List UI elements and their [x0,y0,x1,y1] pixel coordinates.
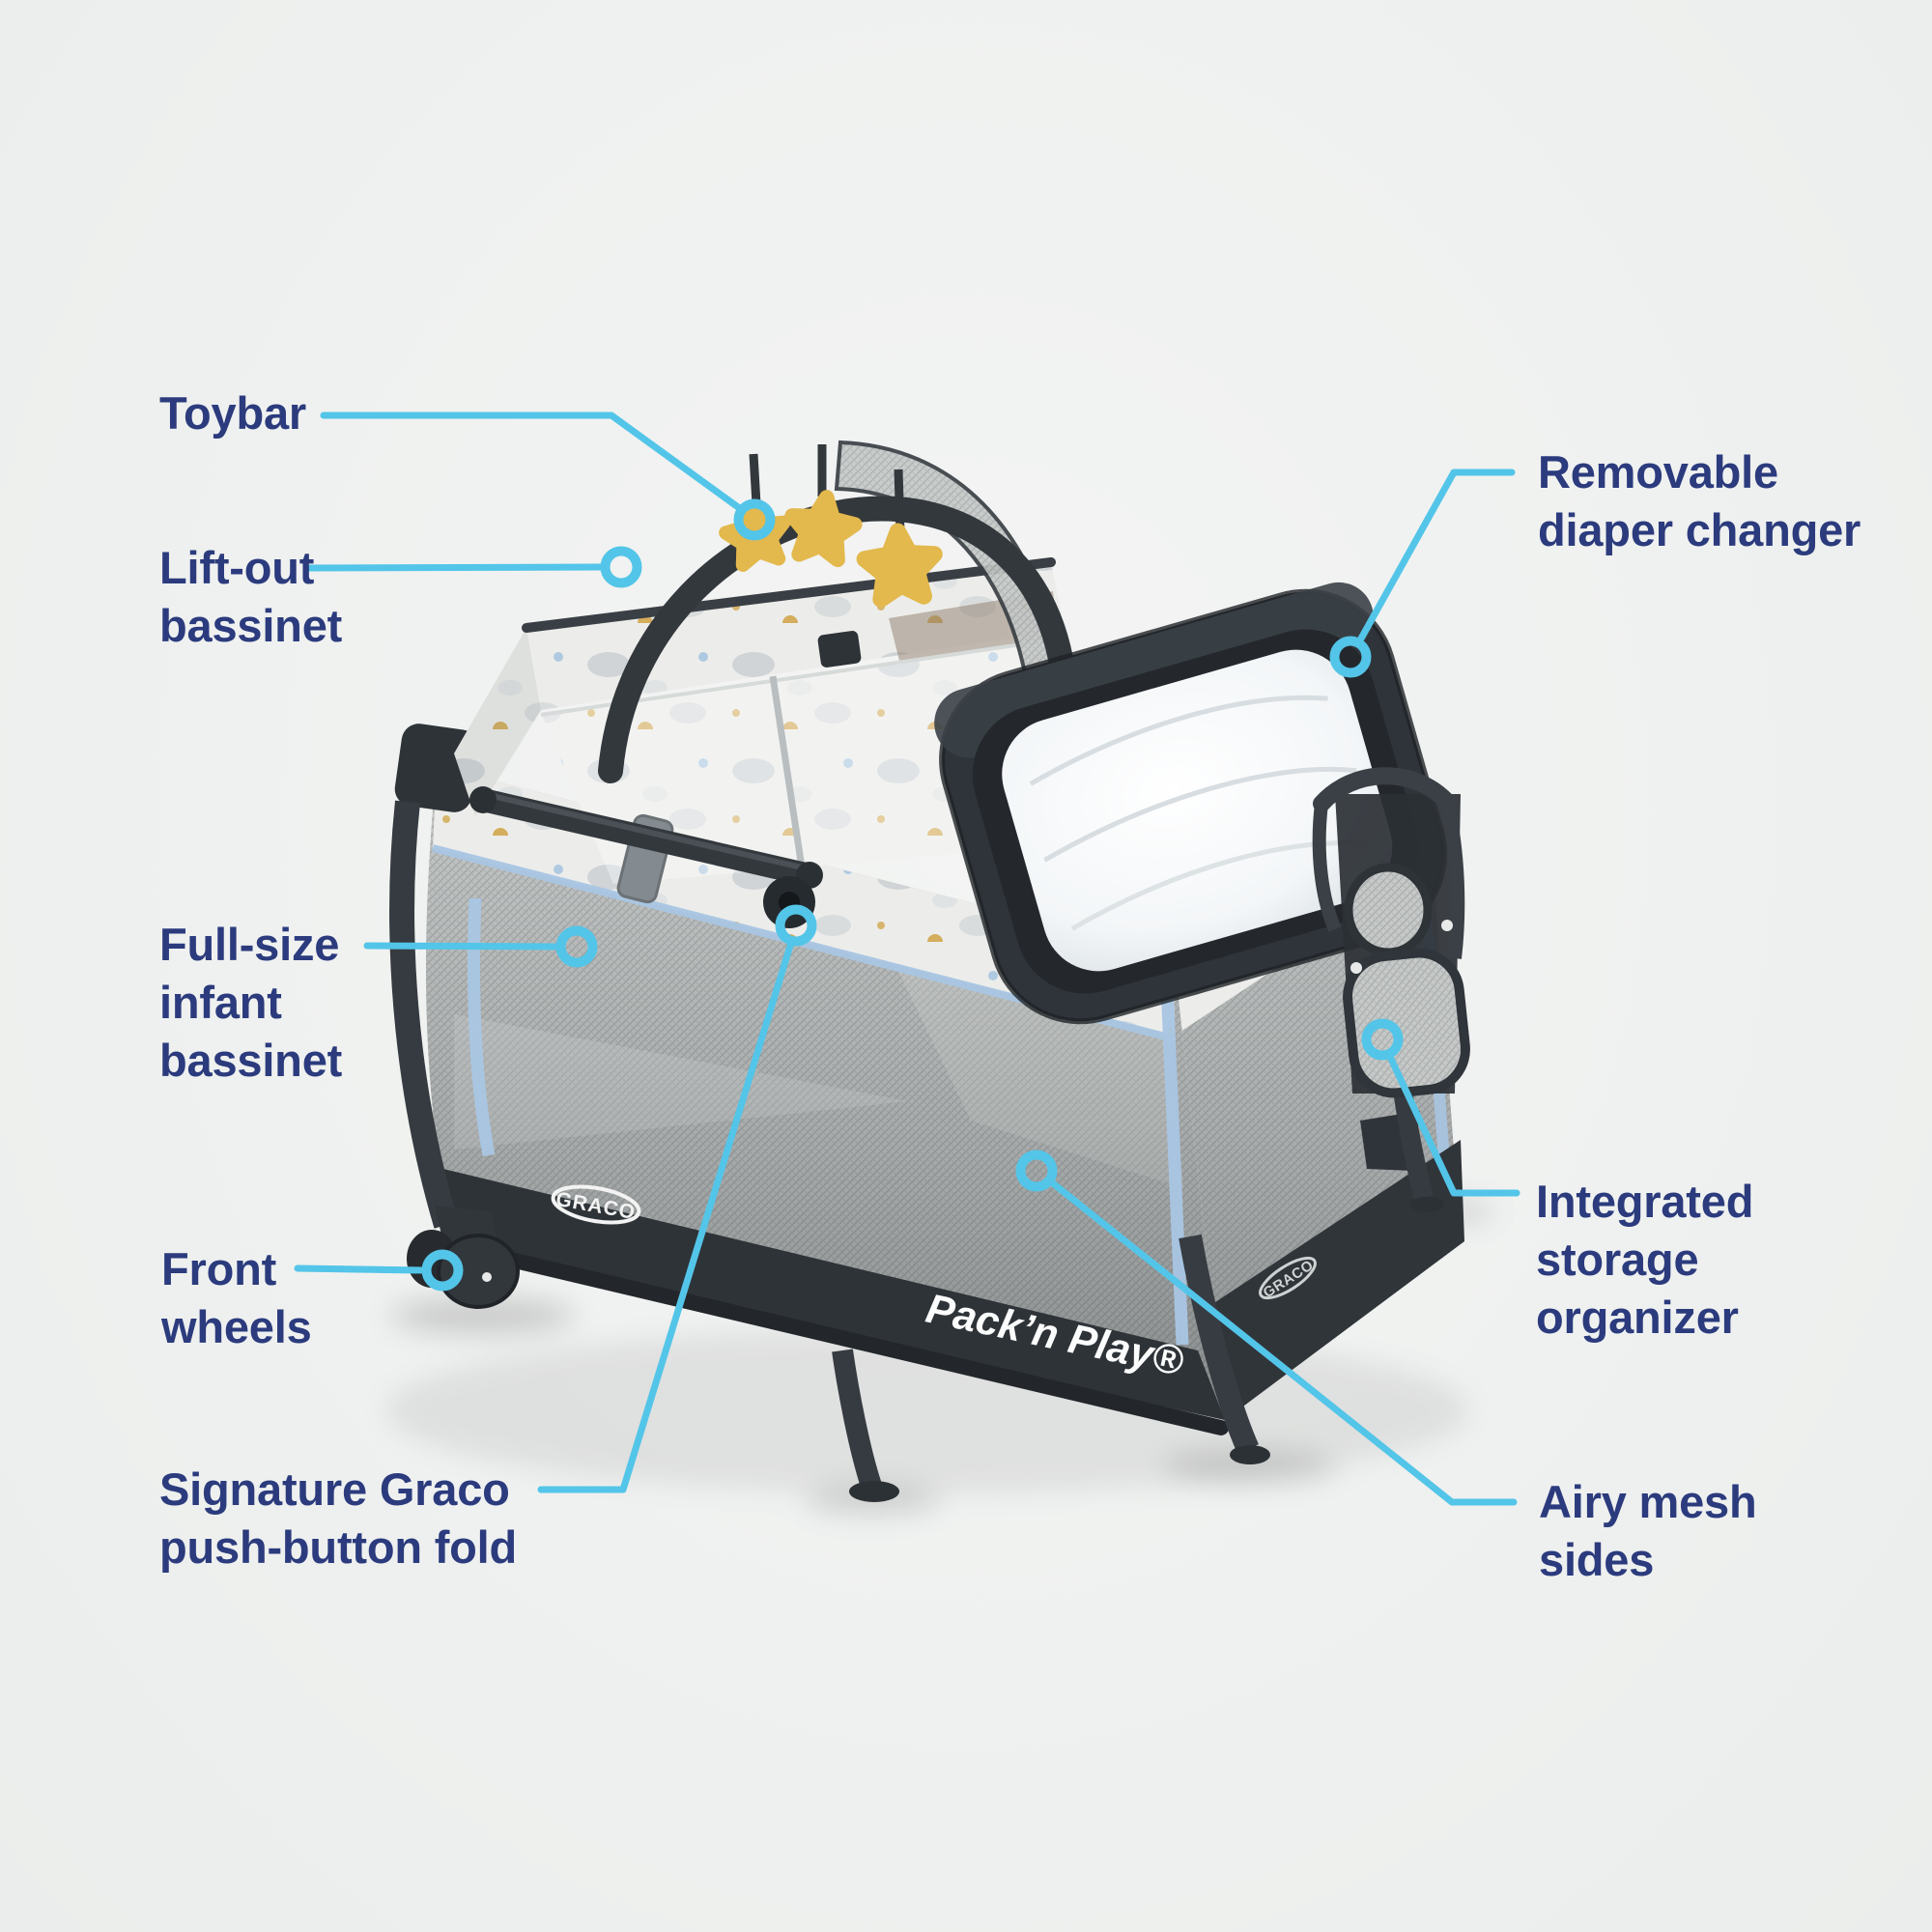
callout-label-signature-graco-push-button-fold: Signature Graco push-button fold [159,1461,517,1577]
callout-line-front-wheels [294,1264,425,1274]
bassinet [454,557,1065,904]
callout-line-full-size-infant-bassinet [363,942,559,951]
callout-line-lift-out-bassinet [305,563,605,572]
callout-text-line: bassinet [159,600,343,651]
marker-removable-diaper-changer [1329,636,1372,678]
callout-text-line: storage [1536,1234,1699,1285]
callout-text-line: wheels [161,1301,312,1352]
callout-text-line: sides [1539,1534,1655,1585]
callout-text-line: push-button fold [159,1521,518,1573]
changing-pad [1002,649,1393,972]
marker-toybar [733,498,776,541]
callout-text-line: Lift-out [159,542,315,593]
callout-text-line: bassinet [159,1035,343,1086]
callout-label-toybar: Toybar [159,384,306,442]
callout-label-full-size-infant-bassinet: Full-size infant bassinet [159,916,342,1090]
marker-integrated-storage-organizer [1361,1018,1404,1061]
marker-lift-out-bassinet [600,546,642,588]
diaper-changer [934,582,1447,1025]
callout-line-removable-diaper-changer [1357,469,1516,642]
callout-line-signature-graco-push-button-fold [537,942,794,1493]
callout-text-line: infant [159,977,282,1028]
marker-front-wheels [421,1249,464,1292]
front-left-leg [389,724,479,1229]
callout-text-line: diaper changer [1538,504,1861,555]
marker-push-button-fold [775,904,817,947]
callout-text-line: Toybar [159,387,307,439]
callout-line-toybar [320,412,742,511]
callout-lines [294,412,1520,1506]
marker-full-size-infant-bassinet [555,925,598,968]
callout-label-integrated-storage-organizer: Integrated storage organizer [1536,1173,1753,1347]
callout-text-line: organizer [1536,1292,1739,1343]
callout-text-line: Front [161,1243,277,1294]
kickstand-leg [832,1349,899,1502]
front-wheel [407,1206,520,1309]
callout-markers [421,498,1404,1292]
callout-text-line: Full-size [159,919,340,970]
callout-line-integrated-storage-organizer [1387,1055,1520,1197]
callout-label-removable-diaper-changer: Removable diaper changer [1538,443,1861,559]
marker-airy-mesh-sides [1015,1150,1058,1192]
back-right-leg [1360,1088,1444,1212]
callout-text-line: Airy mesh [1539,1476,1757,1527]
callout-text-line: Signature Graco [159,1463,510,1515]
toy-stars [719,444,943,608]
callout-label-airy-mesh-sides: Airy mesh sides [1539,1473,1757,1589]
callout-text-line: Removable [1538,446,1778,497]
callout-line-airy-mesh-sides [1049,1179,1518,1506]
callout-label-front-wheels: Front wheels [161,1240,312,1356]
callout-label-lift-out-bassinet: Lift-out bassinet [159,539,342,655]
front-right-leg [1179,1234,1270,1464]
callout-text-line: Integrated [1536,1176,1754,1227]
